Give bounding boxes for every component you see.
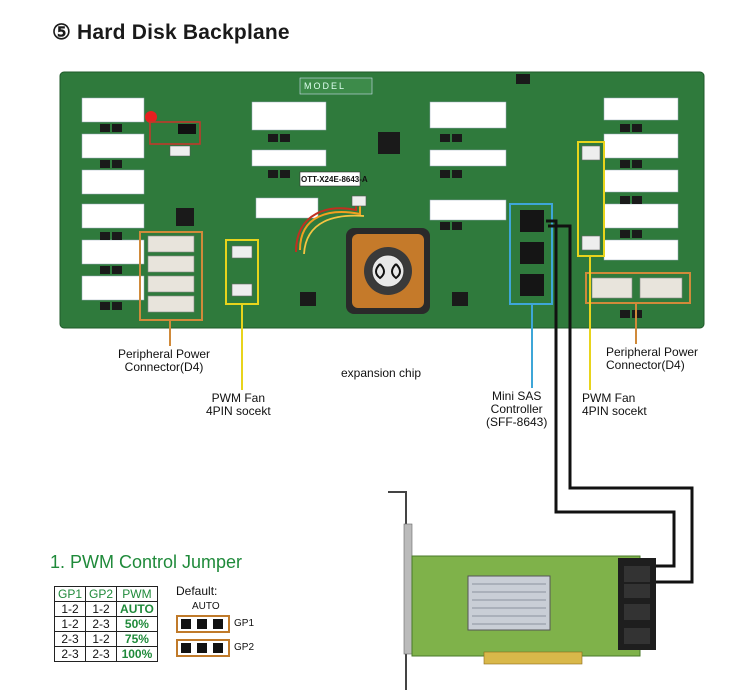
header-gp2: GP2 [85,586,118,602]
default-label: Default: [176,584,218,598]
gp2-label: GP2 [234,642,255,653]
expansion-chip-label: expansion chip [341,366,422,380]
cell-gp2: 1-2 [85,601,118,617]
jumper-gp2 [176,639,230,657]
board-part-number: OTT-X24E-8643-A [301,175,368,184]
peripheral-power-connector-right [585,272,691,304]
jumper-pin [213,619,223,629]
page-title: ⑤ Hard Disk Backplane [52,21,290,44]
sas-cable [546,219,694,584]
jumper-pin [213,643,223,653]
header-gp1: GP1 [53,586,87,602]
cell-gp1: 2-3 [53,646,87,662]
mini-sas-connectors [509,203,553,305]
expansion-chip [295,195,430,314]
pwm-fan-socket-right [577,141,605,257]
table-row: 1-2 2-3 50% [53,616,158,632]
board-model-text: MODEL [304,81,347,91]
jumper-table: GP1 GP2 PWM 1-2 1-2 AUTO 1-2 2-3 50% 2-3… [53,586,158,662]
cell-gp2: 2-3 [85,616,118,632]
gp1-label: GP1 [234,618,255,629]
jumper-pin [181,619,191,629]
cell-gp1: 2-3 [53,631,87,647]
default-mode-label: AUTO [192,601,220,612]
cell-gp2: 1-2 [85,631,118,647]
jumper-gp1 [176,615,230,633]
table-row: 2-3 2-3 100% [53,646,158,662]
cell-gp2: 2-3 [85,646,118,662]
table-header-row: GP1 GP2 PWM [53,586,158,602]
jumper-section-title: 1. PWM Control Jumper [50,552,243,572]
jumper-pin [197,643,207,653]
cell-pwm: 100% [116,646,158,662]
cell-pwm: AUTO [116,601,158,617]
jumper-pin [197,619,207,629]
cell-pwm: 50% [116,616,158,632]
hba-card [388,491,656,690]
pwm-fan-socket-left [225,239,259,305]
table-row: 1-2 1-2 AUTO [53,601,158,617]
header-pwm: PWM [116,586,158,602]
cell-gp1: 1-2 [53,601,87,617]
peripheral-power-connector-left [139,231,203,321]
cell-gp1: 1-2 [53,616,87,632]
jumper-pin [181,643,191,653]
table-row: 2-3 1-2 75% [53,631,158,647]
cell-pwm: 75% [116,631,158,647]
